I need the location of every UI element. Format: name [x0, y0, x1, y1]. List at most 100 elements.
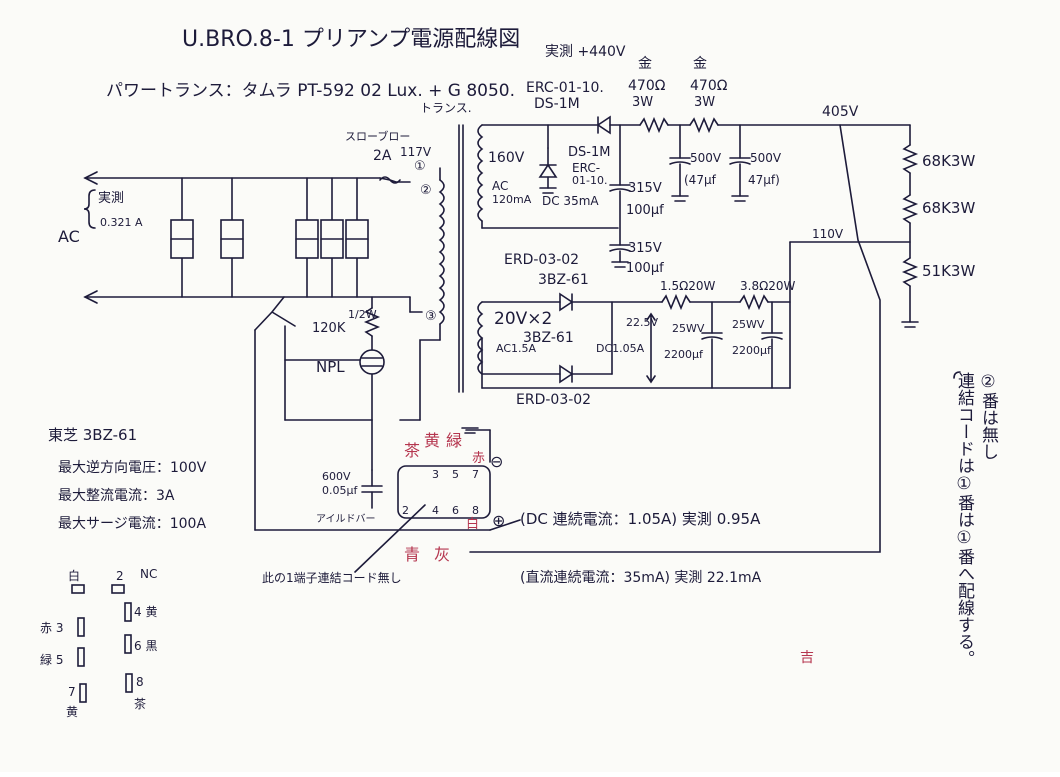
ground-2: [611, 261, 629, 268]
r470-2-watt: 3W: [694, 95, 715, 110]
stray-mark: 吉: [800, 650, 814, 666]
brace-measured: [83, 189, 96, 229]
cap-315-2: [609, 244, 631, 252]
neon-lamp-npl: [359, 349, 385, 375]
c25-1-value: 2200μf: [664, 348, 704, 361]
pin-legend-2: 2: [116, 569, 124, 583]
cap-note: アイルドバー: [316, 513, 376, 525]
c500-1-label: 500V: [690, 151, 722, 165]
cap-2200-2: [761, 332, 783, 340]
kin-mark-2: 金: [693, 56, 707, 72]
r38-label: 3.8Ω20W: [740, 279, 796, 293]
diode-3bz61-2: [559, 364, 574, 384]
resistor-120k: [363, 307, 381, 337]
wire-ac-top-end: [379, 177, 411, 183]
c500-2-label: 500V: [750, 151, 782, 165]
pin-legend-boxes: [71, 584, 133, 703]
bz61-top-label: 3BZ-61: [538, 272, 589, 288]
resistor-68k-1: [901, 144, 919, 174]
pin-legend-4-yellow: 4 黄: [134, 605, 157, 619]
cap-500-2: [729, 157, 751, 165]
toshiba-line-2: 最大整流電流：3A: [58, 488, 175, 504]
side-note-bracket: [953, 371, 961, 379]
arrow-22v: [646, 312, 656, 384]
resistor-51k: [901, 257, 919, 287]
erc-side-2: 01-10.: [572, 174, 607, 187]
ds1m-side: DS-1M: [568, 145, 610, 160]
wire-405-feed: [469, 124, 881, 553]
arrow-ac-top: [83, 171, 98, 185]
ac-filter-caps: [170, 177, 369, 298]
cap600-value: 0.05μf: [322, 484, 358, 497]
wire-color-white: 白: [466, 516, 479, 532]
wire-color-red: 赤: [472, 451, 485, 466]
transformer-note: トランス.: [420, 101, 472, 115]
v117-label: 117V: [400, 145, 432, 159]
bz61-mid-label: 3BZ-61: [523, 330, 574, 346]
ac-input-label: AC: [58, 227, 80, 246]
pin-legend-green-5: 緑 5: [40, 652, 63, 667]
arrow-ac-bottom: [83, 290, 98, 304]
slow-blow-label: スローブロー: [345, 129, 410, 143]
measured-current-label: 実測: [98, 190, 124, 206]
r470-2-label: 470Ω: [690, 78, 728, 94]
connector-note: 此の1端子連結コード無し: [262, 570, 402, 585]
c315-2-value: 100μf: [626, 261, 664, 276]
r51k-label: 51K3W: [922, 262, 975, 280]
erc-label: ERC-01-10.: [526, 80, 604, 96]
connector-leader: [354, 504, 426, 573]
fuse-rating: 2A: [373, 148, 392, 164]
dc-continuous-note: (DC 連続電流：1.05A) 実測 0.95A: [520, 510, 761, 528]
terminal-3: ③: [425, 309, 437, 324]
ground-5: [901, 321, 919, 328]
r68k-2-label: 68K3W: [922, 199, 975, 217]
ground-3: [671, 195, 689, 202]
erc-side: ERC-: [572, 161, 600, 175]
ground-6: [461, 427, 479, 434]
r470-1-label: 470Ω: [628, 78, 666, 94]
resistor-3-8: [739, 293, 769, 311]
wire-color-blue: 青: [404, 545, 420, 564]
v225-label: 22.5V: [626, 316, 658, 329]
c25-2-value: 2200μf: [732, 344, 772, 357]
r68k-1-label: 68K3W: [922, 152, 975, 170]
dc35-label: DC 35mA: [542, 194, 599, 208]
pin-2: 2: [402, 504, 409, 517]
wire-color-gray: 灰: [434, 545, 450, 564]
cap600-label: 600V: [322, 470, 351, 483]
c315-1-value: 100μf: [626, 203, 664, 218]
pin-legend-6-black: 6 黒: [134, 639, 157, 653]
ds1m-top: DS-1M: [534, 96, 580, 112]
c25-1-label: 25WV: [672, 322, 705, 335]
resistor-470-2: [689, 116, 719, 134]
c315-2-label: 315V: [628, 241, 662, 256]
resistor-1-5: [661, 293, 691, 311]
primary-winding: [438, 179, 445, 325]
resistor-470-1: [639, 116, 669, 134]
ac15a-label: AC1.5A: [496, 342, 537, 355]
pin-4: 4: [432, 504, 439, 517]
resistor-68k-2: [901, 194, 919, 224]
pin-6: 6: [452, 504, 459, 517]
pin-8: 8: [472, 504, 479, 517]
pin-legend-white: 白: [68, 568, 80, 583]
cap-500-1: [669, 157, 691, 165]
toshiba-line-3: 最大サージ電流：100A: [58, 516, 206, 532]
cap-315-1: [609, 184, 631, 192]
pin-legend-8: 8: [136, 675, 144, 689]
c500-1-value: (47μf: [684, 173, 717, 187]
ground-4: [731, 195, 749, 202]
main-switch: [254, 296, 296, 331]
toshiba-line-1: 最大逆方向電圧：100V: [58, 460, 207, 476]
r470-1-watt: 3W: [632, 95, 653, 110]
v160-label: 160V: [488, 150, 525, 166]
r120k-watt: 1/2W: [348, 308, 377, 321]
c25-2-label: 25WV: [732, 318, 765, 331]
kin-mark-1: 金: [638, 56, 652, 72]
pin-7: 7: [472, 468, 479, 481]
conn-plus: ⊕: [492, 511, 505, 530]
pin-legend-nc: NC: [140, 567, 157, 581]
wire-primary-bottom: [419, 339, 441, 421]
